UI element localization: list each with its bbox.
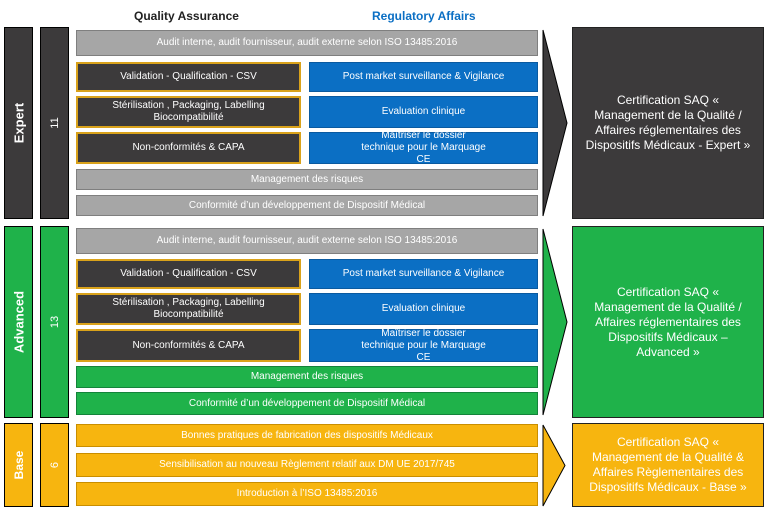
advanced-qa-sterilisation: Stérilisation , Packaging, Labelling Bio… [76, 293, 301, 325]
level-expert-text: Expert [11, 102, 26, 144]
base-arrow-icon [542, 424, 566, 507]
level-expert-count-text: 11 [48, 117, 61, 129]
expert-conformity-row: Conformité d’un développement de Disposi… [76, 195, 538, 216]
advanced-arrow-icon [542, 228, 568, 416]
level-base-label: Base [4, 423, 33, 507]
advanced-conformity-row: Conformité d’un développement de Disposi… [76, 392, 538, 415]
level-expert-label: Expert [4, 27, 33, 219]
level-base-count-text: 6 [48, 461, 61, 469]
expert-audit-row: Audit interne, audit fournisseur, audit … [76, 30, 538, 56]
advanced-ra-pms: Post market surveillance & Vigilance [309, 259, 538, 289]
advanced-qa-validation: Validation - Qualification - CSV [76, 259, 301, 289]
base-row-bpf: Bonnes pratiques de fabrication des disp… [76, 424, 538, 447]
expert-certification: Certification SAQ « Management de la Qua… [572, 27, 764, 219]
level-advanced-label: Advanced [4, 226, 33, 418]
level-base-text: Base [11, 450, 26, 480]
expert-ra-evaluation: Evaluation clinique [309, 96, 538, 128]
header-quality-assurance: Quality Assurance [134, 9, 239, 23]
advanced-ra-evaluation: Evaluation clinique [309, 293, 538, 325]
level-advanced-text: Advanced [11, 290, 26, 354]
level-advanced-count: 13 [40, 226, 69, 418]
base-row-reglement: Sensibilisation au nouveau Règlement rel… [76, 453, 538, 477]
expert-qa-nonconformites: Non-conformités & CAPA [76, 132, 301, 164]
level-advanced-count-text: 13 [48, 315, 61, 329]
base-row-iso: Introduction à l’ISO 13485:2016 [76, 482, 538, 506]
expert-arrow-icon [542, 29, 568, 217]
expert-qa-sterilisation: Stérilisation , Packaging, Labelling Bio… [76, 96, 301, 128]
expert-ra-pms: Post market surveillance & Vigilance [309, 62, 538, 92]
advanced-certification: Certification SAQ « Management de la Qua… [572, 226, 764, 418]
expert-risk-row: Management des risques [76, 169, 538, 190]
advanced-risk-row: Management des risques [76, 366, 538, 388]
level-base-count: 6 [40, 423, 69, 507]
header-regulatory-affairs: Regulatory Affairs [372, 9, 476, 23]
expert-qa-validation: Validation - Qualification - CSV [76, 62, 301, 92]
advanced-audit-row: Audit interne, audit fournisseur, audit … [76, 228, 538, 254]
advanced-ra-dossier: Maîtriser le dossier technique pour le M… [309, 328, 538, 363]
level-expert-count: 11 [40, 27, 69, 219]
advanced-qa-nonconformites: Non-conformités & CAPA [76, 329, 301, 362]
expert-ra-dossier: Maîtriser le dossier technique pour le M… [309, 130, 538, 165]
base-certification: Certification SAQ « Management de la Qua… [572, 423, 764, 507]
